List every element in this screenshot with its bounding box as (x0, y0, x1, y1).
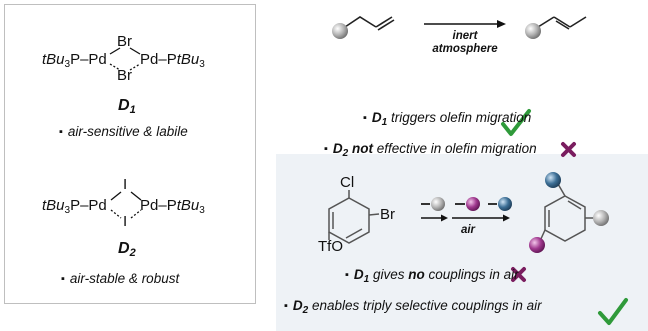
coupling-panel (276, 154, 648, 331)
reagent-grey-sphere (431, 197, 445, 211)
d1-bridging-br-bottom: Br (117, 67, 132, 84)
checkmark-icon (501, 109, 531, 136)
d1-bridging-br-top: Br (117, 33, 132, 50)
d2-bridging-i-top: I (123, 176, 128, 193)
product-blue-sphere (545, 172, 561, 188)
product-purple-sphere (529, 237, 545, 253)
d2-bridging-i-bottom: I (123, 213, 128, 230)
d2-property-note: ▪air-stable & robust (61, 271, 180, 286)
d1-property-note: ▪air-sensitive & labile (59, 124, 188, 139)
substituent-br: Br (380, 206, 395, 223)
d1-compound-label: D1 (118, 97, 136, 116)
coupling-arrows (421, 214, 510, 222)
coupling-d1-result: ▪D1 gives no couplings in air (345, 267, 519, 285)
product-ring (539, 183, 597, 242)
cross-icon (511, 267, 526, 282)
d1-left-ligand: tBu3P–Pd (42, 51, 107, 70)
substrate-ring (328, 190, 380, 244)
reagent-purple-sphere (466, 197, 480, 211)
d2-compound-label: D2 (118, 240, 136, 259)
cross-icon (561, 142, 576, 157)
migration-d2-result: ▪D2 not effective in olefin migration (324, 141, 537, 159)
migration-arrow (424, 20, 506, 28)
allyl-substrate (344, 16, 395, 31)
coupling-d2-result: ▪D2 enables triply selective couplings i… (284, 298, 542, 316)
checkmark-icon (598, 298, 628, 325)
product-grey-sphere (593, 210, 609, 226)
coupling-arrow-label: air (460, 224, 476, 236)
propenyl-product (537, 16, 587, 30)
product-grey-sphere (525, 23, 541, 39)
migration-d1-result: ▪D1 triggers olefin migration (363, 110, 532, 128)
substituent-cl: Cl (340, 174, 355, 191)
substrate-grey-sphere (332, 23, 348, 39)
left-panel (4, 4, 256, 304)
d1-bridge-bonds (109, 47, 141, 71)
d2-right-ligand: Pd–PtBu3 (140, 197, 205, 216)
d2-bridge-bonds (110, 191, 142, 219)
substituent-otf: TfO (318, 238, 343, 255)
d2-left-ligand: tBu3P–Pd (42, 197, 107, 216)
migration-arrow-label: inert atmosphere (432, 30, 498, 55)
reagent-blue-sphere (498, 197, 512, 211)
d1-right-ligand: Pd–PtBu3 (140, 51, 205, 70)
